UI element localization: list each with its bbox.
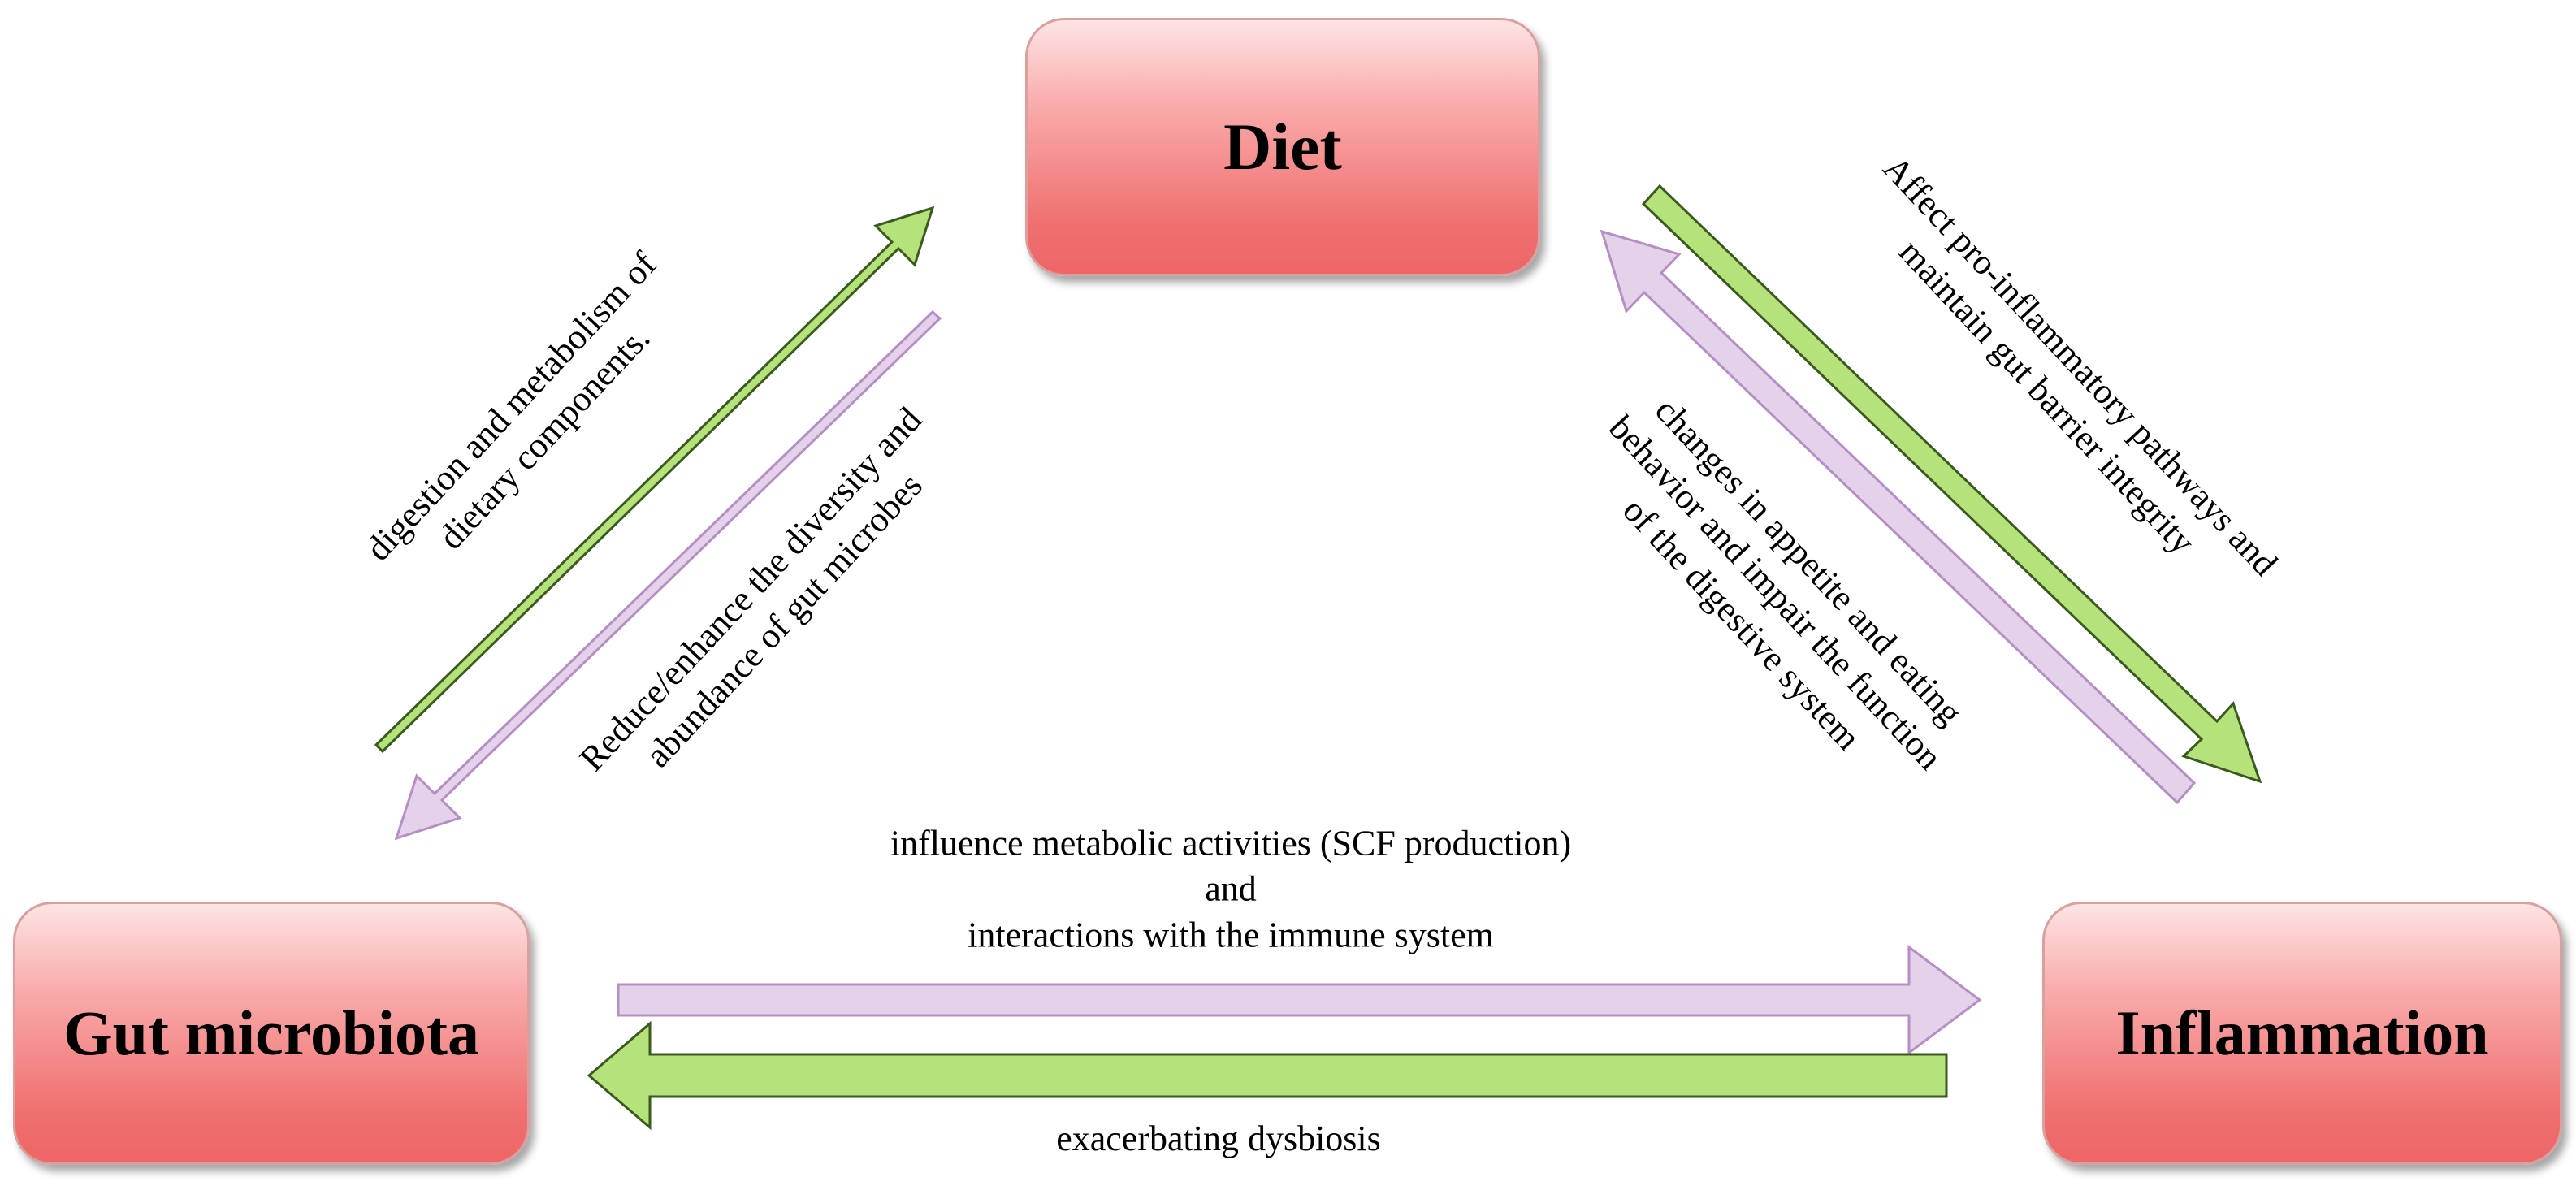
label-gut-to-inflammation: influence metabolic activities (SCF prod… (890, 821, 1571, 958)
arrow-gut-to-inflammation (617, 945, 1982, 1055)
node-inflammation-label: Inflammation (2115, 997, 2489, 1068)
label-line: interactions with the immune system (968, 915, 1494, 955)
label-line: influence metabolic activities (SCF prod… (890, 823, 1572, 863)
node-gut-microbiota: Gut microbiota (13, 902, 530, 1165)
arrow-diet-to-inflammation (1641, 184, 2262, 784)
arrow-inflammation-to-diet (1600, 229, 2197, 805)
node-diet-label: Diet (1223, 110, 1342, 184)
node-gut-microbiota-label: Gut microbiota (63, 997, 480, 1068)
node-diet: Diet (1025, 18, 1540, 276)
label-line: and (1205, 868, 1257, 909)
arrow-inflammation-to-gut (587, 1020, 1948, 1131)
arrow-gut-to-diet (374, 206, 935, 754)
label-line: exacerbating dysbiosis (1056, 1118, 1381, 1158)
arrow-diet-to-gut (394, 309, 942, 841)
node-inflammation: Inflammation (2042, 902, 2562, 1165)
label-inflammation-to-gut: exacerbating dysbiosis (1056, 1116, 1381, 1162)
